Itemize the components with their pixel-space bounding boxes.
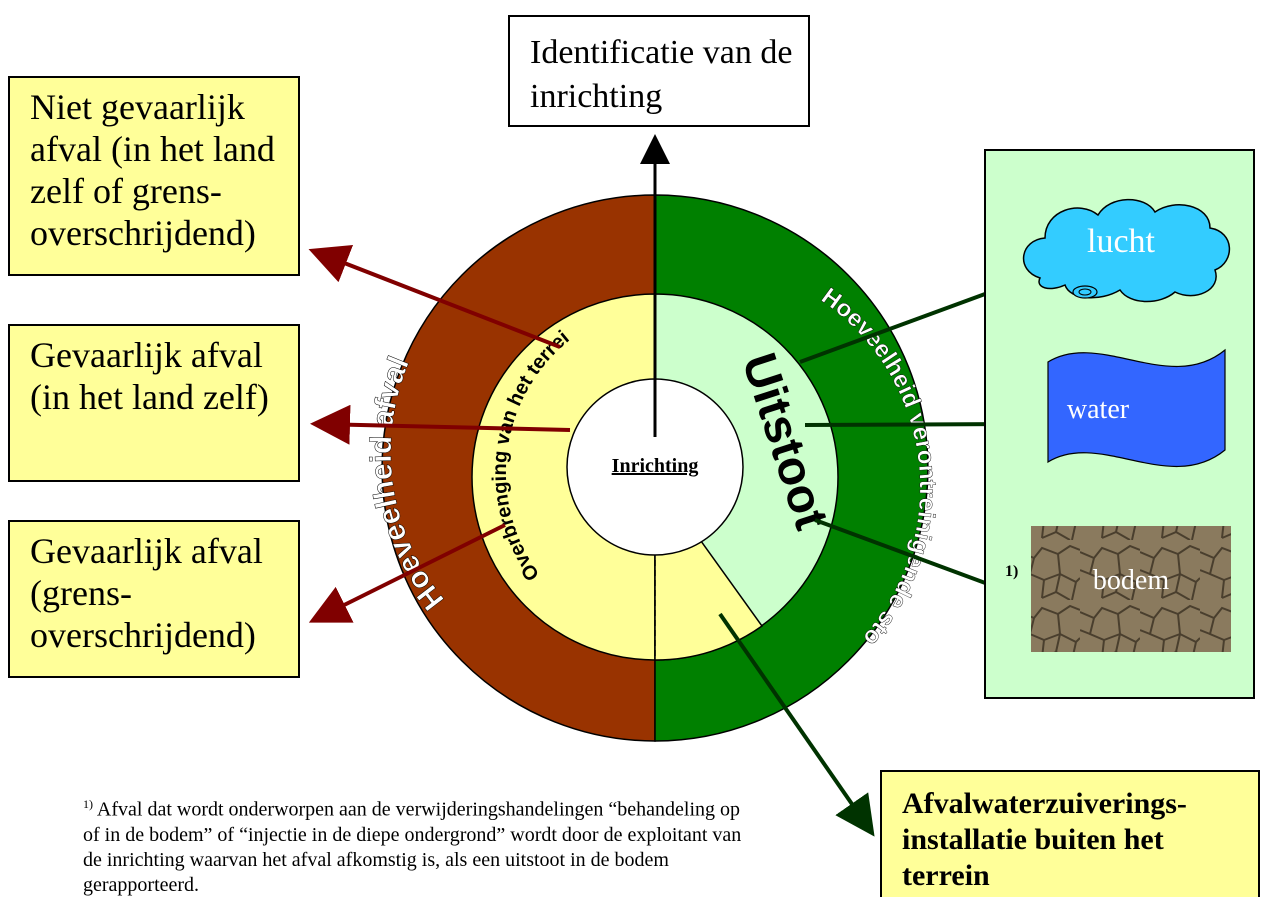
arrow-non-hazardous	[308, 244, 561, 349]
non-hazardous-waste-box: Niet gevaarlijk afval (in het land zelf …	[8, 76, 300, 276]
water-icon	[1047, 348, 1226, 467]
arrow-hazardous-national	[310, 404, 571, 445]
cloud-icon	[1023, 198, 1231, 303]
center-label: Inrichting	[612, 455, 699, 477]
wastewater-label: Afvalwaterzuiverings-installatie buiten …	[902, 787, 1187, 892]
wastewater-box: Afvalwaterzuiverings-installatie buiten …	[880, 770, 1260, 897]
footnote-marker: 1)	[83, 797, 93, 811]
footnote: 1) Afval dat wordt onderworpen aan de ve…	[83, 792, 743, 897]
identification-label: Identificatie van de inrichting	[530, 34, 793, 115]
footnote-text: Afval dat wordt onderworpen aan de verwi…	[83, 798, 742, 896]
hazardous-waste-national-box: Gevaarlijk afval (in het land zelf)	[8, 324, 300, 482]
soil-icon	[1031, 526, 1231, 652]
arrow-hazardous-transboundary	[308, 523, 506, 623]
hazardous-waste-transboundary-label: Gevaarlijk afval (grens-overschrijdend)	[30, 531, 263, 655]
air-label: lucht	[1087, 223, 1156, 260]
ring-left-inner	[471, 293, 656, 661]
water-label: water	[1067, 394, 1130, 425]
arrow-wastewater	[718, 612, 875, 837]
hazardous-waste-national-label: Gevaarlijk afval (in het land zelf)	[30, 335, 269, 417]
soil-note: 1)	[1005, 563, 1018, 580]
identification-box: Identificatie van de inrichting	[508, 15, 810, 127]
non-hazardous-waste-label: Niet gevaarlijk afval (in het land zelf …	[30, 87, 275, 253]
hazardous-waste-transboundary-box: Gevaarlijk afval (grens-overschrijdend)	[8, 520, 300, 678]
soil-label: bodem	[1093, 565, 1169, 596]
footnote-clip: 1) Afval dat wordt onderworpen aan de ve…	[83, 792, 783, 897]
